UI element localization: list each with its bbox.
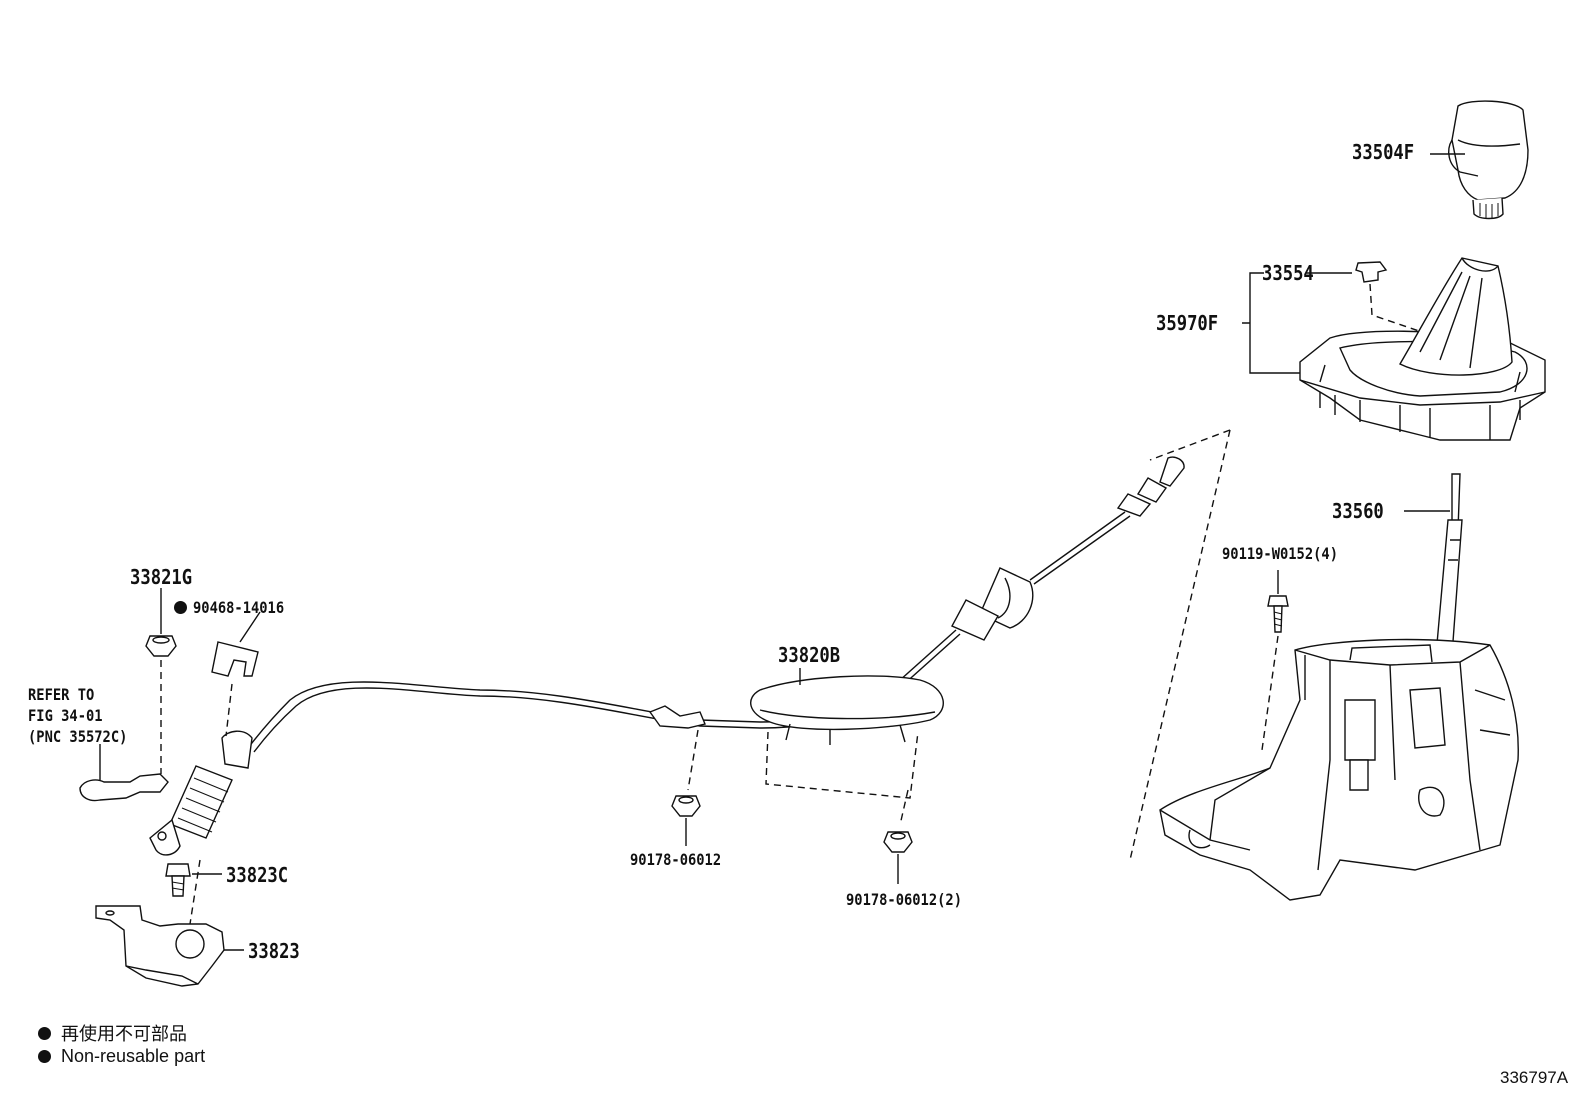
part-label-90119: 90119-W0152(4) [1222,544,1338,563]
shift-bezel-drawing [1299,257,1546,441]
part-label-33820B: 33820B [778,643,841,667]
dash-cable-to-base [1129,429,1231,861]
part-label-33554: 33554 [1262,261,1314,285]
leader-90468 [239,611,261,643]
part-label-35970F: 35970F [1156,311,1219,335]
bracket-33823-drawing [95,905,225,987]
shift-cable-drawing [149,456,1185,856]
bolt-33823C-drawing [165,863,191,897]
part-label-90468-group: 90468-14016 [174,598,299,617]
non-reusable-dot-icon [174,601,187,614]
legend-en-text: Non-reusable part [61,1046,206,1066]
legend-en: Non-reusable part [38,1046,205,1067]
non-reusable-dot-icon [38,1026,51,1040]
part-label-33504F: 33504F [1352,140,1415,164]
refer-to-note: REFER TO FIG 34-01 (PNC 35572C) [28,684,127,747]
clip-90468-drawing [211,641,259,677]
dash-plate-nuts [765,731,919,799]
legend-jp-text: 再使用不可部品 [61,1024,187,1044]
non-reusable-dot-icon [38,1050,51,1063]
figure-id: 336797A [1500,1068,1569,1087]
dash-33823C [189,859,201,925]
part-label-33821G: 33821G [130,565,193,589]
part-label-90178-a: 90178-06012 [630,850,722,869]
nut-33821G-drawing [145,635,177,657]
refer-to-line1: REFER TO [28,685,95,704]
bolt-90119-drawing [1267,595,1289,633]
part-label-90468: 90468-14016 [193,598,285,617]
refer-to-line2: FIG 34-01 [28,706,103,725]
nut-90178-a-drawing [671,795,701,817]
shift-lever-drawing [1435,473,1463,656]
part-label-33823: 33823 [248,939,300,963]
dash-bracket-nut [687,729,699,791]
refer-to-line3: (PNC 35572C) [28,727,128,746]
shifter-base-drawing [1159,638,1519,901]
dash-plate-nut2 [899,789,909,826]
clip-drawing [1355,261,1388,283]
dash-90468 [225,683,233,737]
part-label-33560: 33560 [1332,499,1384,523]
ref-bracket-drawing [79,773,169,802]
part-label-33823C: 33823C [226,863,289,887]
shift-knob-drawing [1448,100,1529,220]
nut-90178-b-drawing [883,831,913,853]
bracket-35970F [1242,272,1300,374]
legend-jp: 再使用不可部品 [38,1020,187,1046]
part-label-90178-b: 90178-06012(2) [846,890,962,909]
dash-90119-base [1261,635,1279,751]
